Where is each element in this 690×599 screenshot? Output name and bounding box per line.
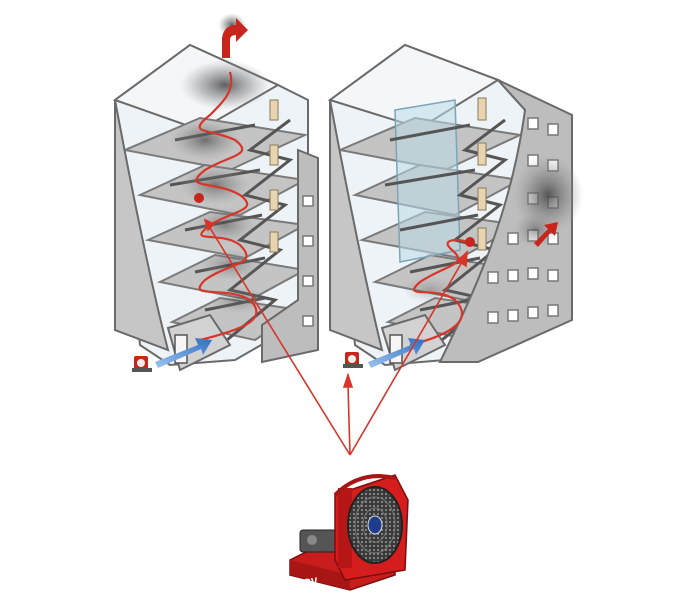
left-interior-fan-icon bbox=[194, 193, 204, 203]
ppv-fan-product-image: PPV bbox=[289, 474, 409, 591]
ppv-fan-hub bbox=[367, 515, 383, 535]
left-building bbox=[112, 13, 319, 372]
left-ground-fan-icon bbox=[132, 356, 152, 372]
right-building-cutaway-wall bbox=[329, 99, 384, 352]
left-building-airflow-path bbox=[195, 71, 258, 342]
left-building-cutaway-wall bbox=[114, 99, 170, 352]
left-roof-outflow-arrow bbox=[222, 18, 248, 58]
right-building-facade-wall bbox=[438, 79, 573, 363]
pointer-lines bbox=[203, 218, 468, 456]
right-building-airflow-path bbox=[409, 239, 469, 347]
left-building-doors bbox=[269, 99, 279, 253]
right-interior-fan-icon bbox=[465, 237, 475, 247]
right-inflow-arrow bbox=[368, 338, 425, 368]
right-building-smoke bbox=[402, 155, 583, 304]
left-building-smoke bbox=[170, 13, 270, 314]
right-building bbox=[327, 43, 583, 372]
ppv-fan-brand-label: PPV bbox=[297, 575, 319, 591]
right-window-outflow-arrow bbox=[534, 222, 558, 247]
right-ground-fan-icon bbox=[343, 352, 363, 368]
left-inflow-arrow bbox=[155, 338, 212, 368]
left-building-windows bbox=[302, 195, 314, 327]
right-building-doors bbox=[477, 97, 487, 251]
